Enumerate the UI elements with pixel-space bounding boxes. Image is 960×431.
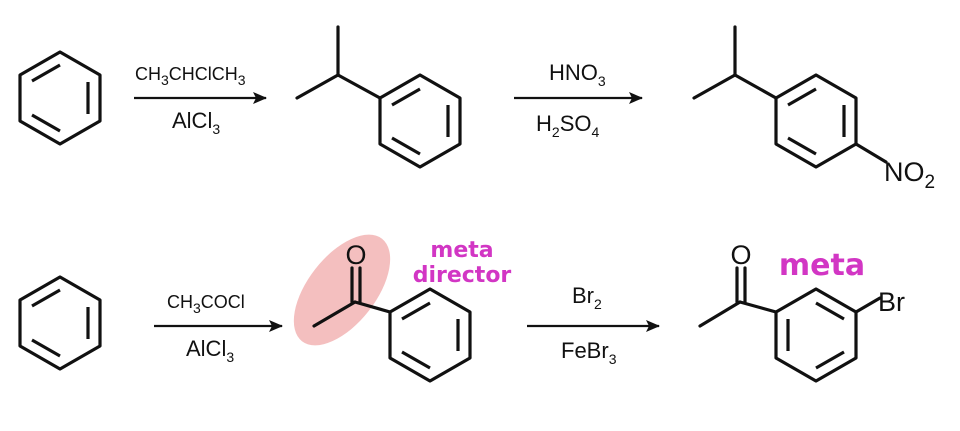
reaction-arrow-alkylation: CH3CHClCH3 AlCl3 [134, 64, 267, 137]
cumene-intermediate [295, 25, 462, 169]
meta-director-annotation: meta director [413, 238, 512, 288]
reaction-arrow-nitration: HNO3 H2SO4 [514, 60, 643, 140]
catalyst-febr3: FeBr3 [561, 338, 617, 367]
nitro-group-label: NO2 [884, 157, 935, 193]
reaction-arrow-bromination: Br2 FeBr3 [527, 283, 660, 367]
meta-annotation: meta [779, 248, 865, 283]
svg-text:director: director [413, 263, 512, 288]
benzene-starting-material-row1 [18, 50, 102, 146]
para-nitrocumene-product: NO2 [692, 25, 935, 193]
catalyst-alcl3-row1: AlCl3 [172, 108, 220, 137]
reagent-acetyl-chloride: CH3COCl [167, 292, 245, 316]
benzene-starting-material-row2 [18, 275, 102, 371]
acetophenone-intermediate: O [312, 240, 472, 383]
svg-text:meta: meta [430, 238, 493, 263]
reagent-bromine: Br2 [572, 283, 602, 312]
reagent-hno3: HNO3 [549, 60, 606, 89]
reaction-arrow-acylation: CH3COCl AlCl3 [154, 292, 283, 365]
bromine-substituent-label: Br [878, 287, 905, 317]
meta-bromoacetophenone-product: O Br [698, 240, 905, 383]
reagent-h2so4: H2SO4 [536, 111, 599, 140]
reagent-isopropyl-chloride: CH3CHClCH3 [135, 64, 246, 88]
carbonyl-oxygen-2: O [730, 240, 751, 270]
acetyl-group-highlight [293, 234, 391, 346]
carbonyl-oxygen-1: O [345, 240, 366, 270]
catalyst-alcl3-row2: AlCl3 [186, 336, 234, 365]
